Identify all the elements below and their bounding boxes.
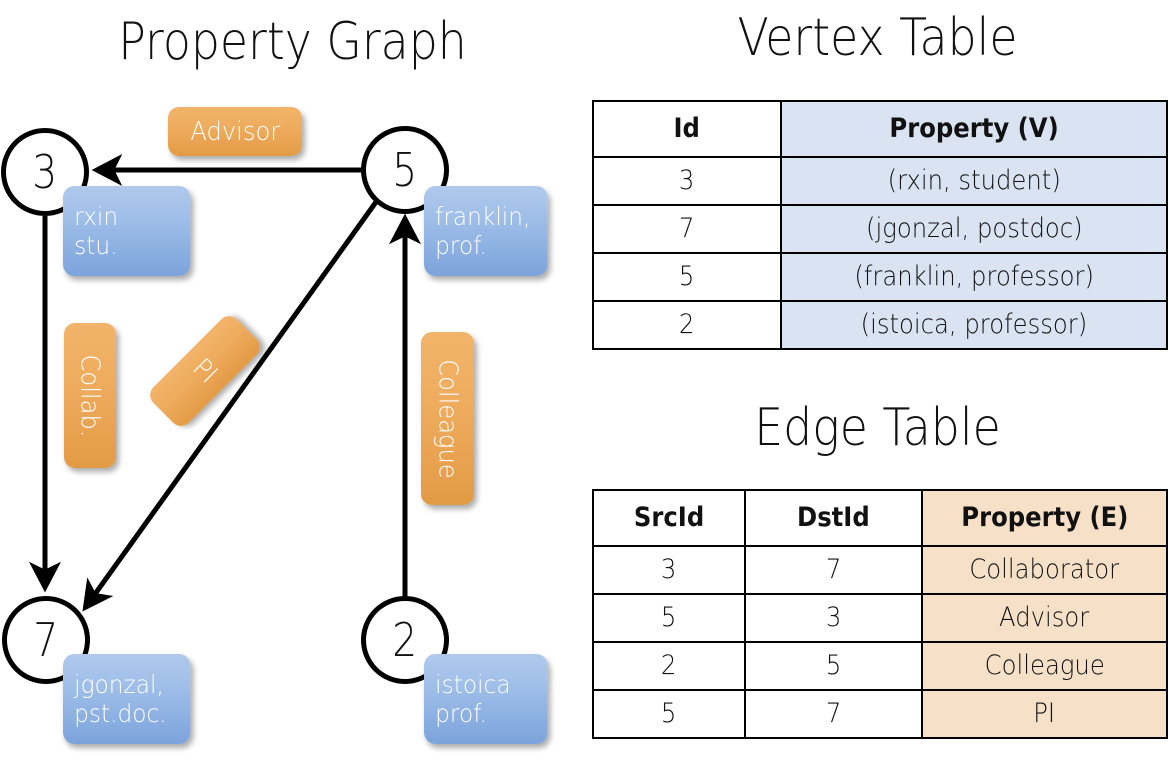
section-title-edge-table: Edge Table (754, 398, 1001, 458)
table-row[interactable]: 2 5 Colleague (592, 641, 1168, 691)
edge-cell-srcid: 5 (592, 593, 746, 643)
node-property-line-2: prof. (435, 231, 488, 260)
edge-cell-dstid: 5 (744, 641, 923, 691)
node-property-box-7[interactable]: jgonzal, pst.doc. (63, 654, 191, 744)
graph-node-3-label: 3 (32, 145, 58, 199)
node-property-box-3[interactable]: rxin stu. (63, 186, 191, 276)
edge-label-collab-text: Collab. (75, 354, 105, 437)
table-row[interactable]: 5 3 Advisor (592, 593, 1168, 643)
edge-label-pi-text: PI (186, 352, 224, 390)
node-property-line-1: franklin, (435, 201, 531, 231)
node-property-line-1: rxin (74, 201, 119, 231)
vertex-table-header-id: Id (592, 100, 782, 158)
graph-node-2[interactable]: 2 (361, 596, 449, 684)
vertex-cell-property: (jgonzal, postdoc) (780, 204, 1168, 254)
graph-node-7-label: 7 (33, 613, 59, 667)
vertex-cell-id: 5 (592, 252, 782, 302)
node-property-line-1: jgonzal, (74, 669, 164, 699)
table-row[interactable]: 2 (istoica, professor) (592, 300, 1168, 350)
vertex-table: Id Property (V) 3 (rxin, student) 7 (jgo… (592, 100, 1168, 350)
vertex-cell-id: 7 (592, 204, 782, 254)
node-property-box-2[interactable]: istoica prof. (424, 654, 548, 744)
edge-cell-property: Colleague (921, 641, 1168, 691)
table-row[interactable]: 3 (rxin, student) (592, 156, 1168, 206)
edge-label-collab[interactable]: Collab. (64, 323, 116, 468)
node-property-line-2: stu. (74, 231, 118, 260)
vertex-cell-id: 3 (592, 156, 782, 206)
edge-cell-srcid: 5 (592, 689, 746, 739)
node-property-box-5[interactable]: franklin, prof. (424, 186, 548, 276)
vertex-table-header-property: Property (V) (780, 100, 1168, 158)
graph-node-5[interactable]: 5 (361, 126, 449, 214)
edge-cell-srcid: 2 (592, 641, 746, 691)
edge-table: SrcId DstId Property (E) 3 7 Collaborato… (592, 489, 1168, 739)
edge-cell-srcid: 3 (592, 545, 746, 595)
edge-label-colleague-text: Colleague (432, 358, 463, 479)
page-title-property-graph: Property Graph (118, 12, 467, 72)
edge-cell-dstid: 7 (744, 545, 923, 595)
edge-table-header-property: Property (E) (921, 489, 1168, 547)
node-property-line-2: prof. (435, 699, 488, 728)
graph-node-5-label: 5 (392, 143, 418, 197)
vertex-cell-property: (rxin, student) (780, 156, 1168, 206)
table-row[interactable]: 5 (franklin, professor) (592, 252, 1168, 302)
graph-node-2-label: 2 (392, 613, 418, 667)
vertex-cell-id: 2 (592, 300, 782, 350)
table-row[interactable]: 5 7 PI (592, 689, 1168, 739)
section-title-vertex-table: Vertex Table (737, 8, 1018, 68)
edge-cell-property: PI (921, 689, 1168, 739)
edge-line-5-to-7 (82, 200, 379, 612)
property-graph-diagram: 3 5 7 2 rxin stu. franklin, prof. jgonza… (1, 107, 548, 744)
edge-table-header-dstid: DstId (744, 489, 923, 547)
table-row[interactable]: 3 7 Collaborator (592, 545, 1168, 595)
edge-cell-property: Advisor (921, 593, 1168, 643)
table-row[interactable]: 7 (jgonzal, postdoc) (592, 204, 1168, 254)
graph-edges-svg (28, 153, 422, 612)
edge-label-advisor-text: Advisor (190, 116, 280, 147)
edge-label-colleague[interactable]: Colleague (421, 332, 474, 505)
edge-cell-dstid: 7 (744, 689, 923, 739)
vertex-cell-property: (istoica, professor) (780, 300, 1168, 350)
table-header-row: Id Property (V) (592, 100, 1168, 158)
edge-table-header-srcid: SrcId (592, 489, 746, 547)
table-header-row: SrcId DstId Property (E) (592, 489, 1168, 547)
edge-label-advisor[interactable]: Advisor (168, 107, 302, 156)
edge-cell-dstid: 3 (744, 593, 923, 643)
node-property-line-1: istoica (435, 669, 511, 699)
node-property-line-2: pst.doc. (74, 699, 167, 728)
vertex-cell-property: (franklin, professor) (780, 252, 1168, 302)
edge-cell-property: Collaborator (921, 545, 1168, 595)
